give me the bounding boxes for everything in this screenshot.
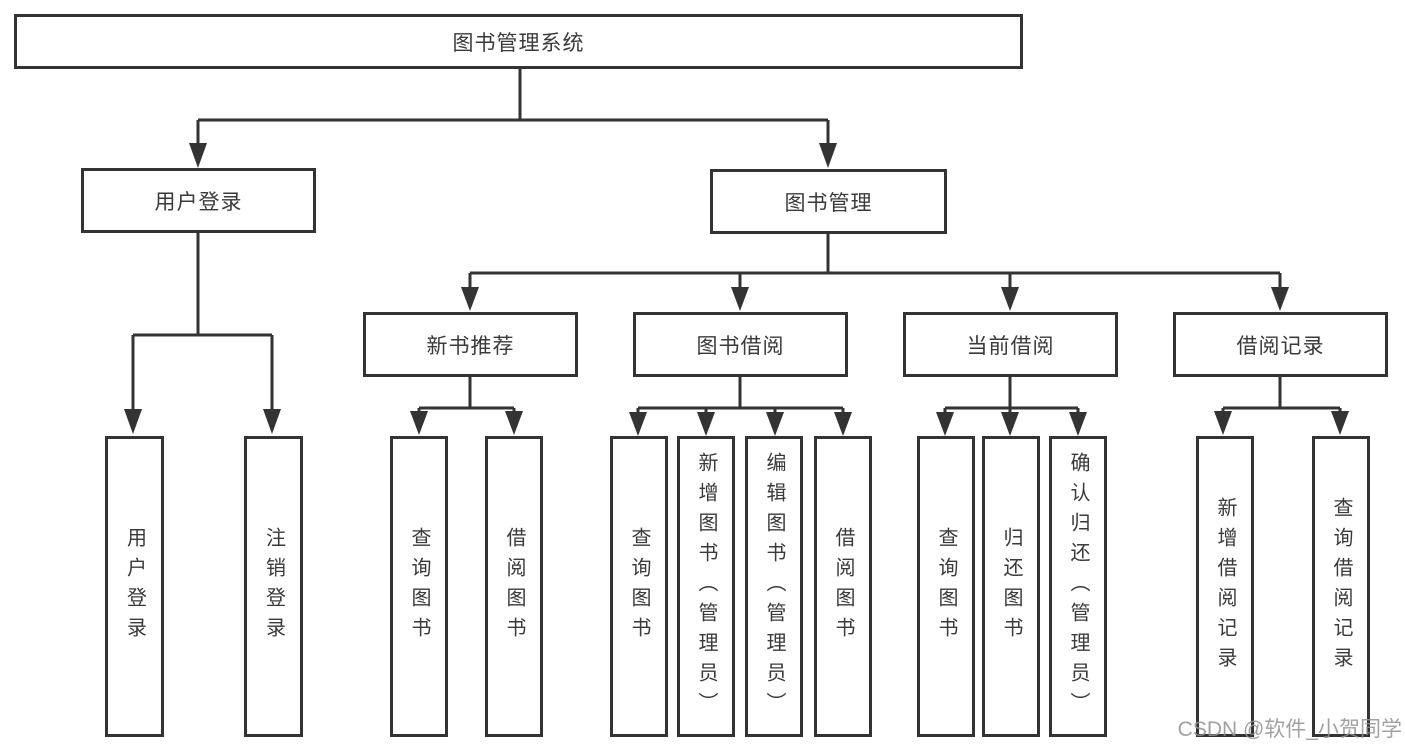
node-label: 图书管理 — [784, 191, 873, 215]
leaf-query-borrow-record: 查询借阅记录 — [1312, 436, 1370, 737]
node-label: 用户登录 — [154, 190, 243, 214]
leaf-query-books-2: 查询图书 — [610, 436, 668, 737]
node-new-book-recommend: 新书推荐 — [363, 312, 578, 377]
leaf-edit-book-admin: 编辑图书（管理员） — [745, 436, 803, 737]
leaf-add-book-admin: 新增图书（管理员） — [677, 436, 735, 737]
leaf-borrow-books: 借阅图书 — [485, 436, 543, 737]
node-label: 当前借阅 — [966, 334, 1055, 358]
leaf-label: 借阅图书 — [503, 526, 525, 647]
leaf-label: 查询图书 — [628, 526, 650, 647]
leaf-add-borrow-record: 新增借阅记录 — [1196, 436, 1254, 737]
leaf-label: 查询借阅记录 — [1330, 496, 1352, 677]
node-user-login: 用户登录 — [81, 168, 316, 233]
leaf-confirm-return-admin: 确认归还（管理员） — [1049, 436, 1107, 737]
leaf-query-books-3: 查询图书 — [917, 436, 975, 737]
leaf-logout: 注销登录 — [244, 436, 303, 737]
leaf-query-books: 查询图书 — [390, 436, 448, 737]
leaf-label: 用户登录 — [123, 526, 146, 647]
node-label: 新书推荐 — [426, 334, 515, 358]
leaf-label: 查询图书 — [935, 526, 957, 647]
leaf-user-login: 用户登录 — [105, 436, 164, 737]
leaf-label: 归还图书 — [1000, 526, 1022, 647]
leaf-label: 编辑图书（管理员） — [763, 451, 785, 722]
node-current-borrow: 当前借阅 — [903, 312, 1118, 377]
node-label: 图书借阅 — [696, 334, 785, 358]
leaf-label: 查询图书 — [408, 526, 430, 647]
leaf-label: 借阅图书 — [832, 526, 854, 647]
node-library-management-system: 图书管理系统 — [14, 14, 1023, 69]
leaf-label: 确认归还（管理员） — [1067, 451, 1089, 722]
node-label: 图书管理系统 — [452, 31, 585, 55]
node-borrow-record: 借阅记录 — [1173, 312, 1388, 377]
leaf-borrow-books-2: 借阅图书 — [814, 436, 872, 737]
leaf-label: 新增借阅记录 — [1214, 496, 1236, 677]
leaf-return-book: 归还图书 — [982, 436, 1040, 737]
csdn-watermark: CSDN @软件_小贺同学 — [1177, 718, 1402, 741]
arrowheads — [124, 143, 1349, 436]
node-book-management: 图书管理 — [710, 169, 947, 234]
node-label: 借阅记录 — [1236, 334, 1325, 358]
leaf-label: 新增图书（管理员） — [695, 451, 717, 722]
leaf-label: 注销登录 — [262, 526, 285, 647]
node-book-borrow: 图书借阅 — [633, 312, 848, 377]
